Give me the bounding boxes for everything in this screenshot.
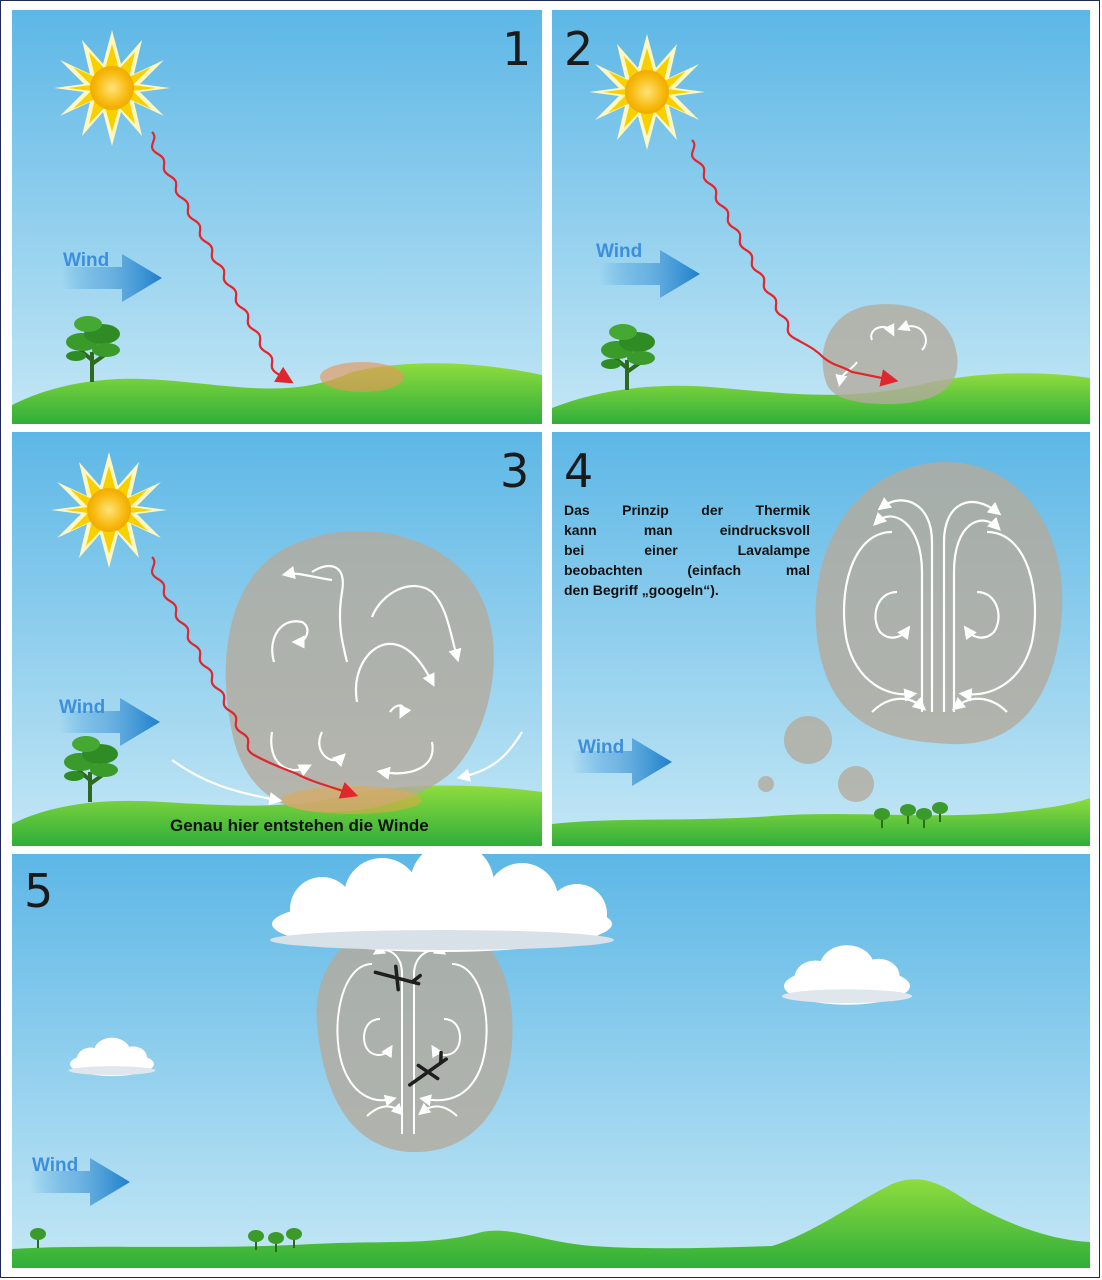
thermal-bubble: [815, 461, 1063, 745]
heat-ray-icon: [150, 131, 294, 384]
panel-number: 4: [564, 444, 594, 498]
hill: [12, 363, 542, 424]
panel-5-scene: [12, 854, 1090, 1268]
hill: [552, 373, 1090, 424]
panel-2-scene: [552, 10, 1090, 424]
note-line: Das Prinzip der Thermik: [564, 502, 810, 518]
panel-2: 2 Wind: [552, 10, 1090, 424]
note-line: den Begriff „googeln“).: [564, 582, 719, 598]
heat-ray-icon: [150, 556, 359, 799]
panel-4: 4 Wind Das Prinzip der Thermik kann man …: [552, 432, 1090, 846]
panel-4-scene: [552, 432, 1090, 846]
thermal-bubble: [822, 304, 958, 405]
panel-3-scene: [12, 432, 542, 846]
panel-1: 1 Wind: [12, 10, 542, 424]
panel-5: 5 Wind: [12, 854, 1090, 1268]
wind-label: Wind: [596, 241, 643, 262]
panel-3: 3 Wind Genau hier entstehen die Winde: [12, 432, 542, 846]
hill: [552, 798, 1090, 846]
wind-label: Wind: [59, 697, 106, 718]
hills: [12, 1179, 1090, 1268]
panel-1-scene: [12, 10, 542, 424]
wind-label: Wind: [32, 1155, 79, 1176]
heat-ray-icon: [690, 139, 899, 387]
wind-label: Wind: [63, 250, 110, 271]
panel-number: 2: [564, 22, 594, 76]
panel-number: 3: [500, 444, 530, 498]
panel-number: 1: [502, 22, 532, 76]
cloud-icon: [270, 854, 614, 952]
caption: Genau hier entstehen die Winde: [170, 816, 429, 835]
wind-label: Wind: [578, 737, 625, 758]
note-line: beobachten (einfach mal: [564, 562, 810, 578]
note-line: kann man eindrucksvoll: [564, 522, 810, 538]
heated-ground: [320, 362, 404, 392]
panel-number: 5: [24, 864, 54, 918]
explanation-note: Das Prinzip der Thermik kann man eindruc…: [564, 500, 810, 600]
note-line: bei einer Lavalampe: [564, 542, 810, 558]
